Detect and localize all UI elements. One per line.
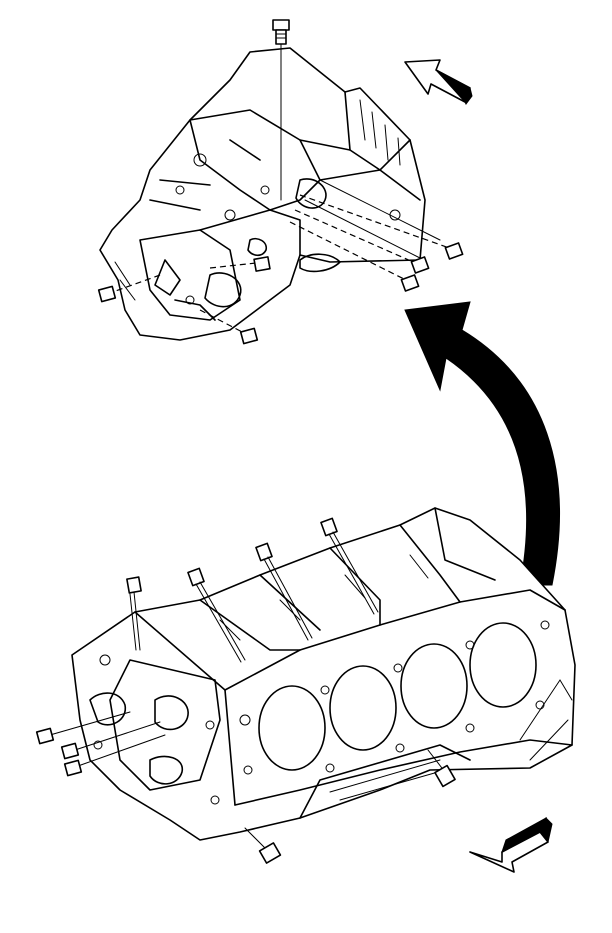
top-bolt xyxy=(272,19,290,201)
cylinder-bore-2 xyxy=(329,665,397,751)
cylinder-bore-3 xyxy=(400,643,468,729)
rear-plug-1 xyxy=(299,194,464,260)
head-bolt-1 xyxy=(126,576,142,651)
rear-plug-2 xyxy=(294,209,430,274)
rear-plug-5 xyxy=(97,274,161,303)
front-plug-2 xyxy=(60,721,161,760)
rear-plug-6 xyxy=(199,309,259,345)
cylinder-bore-1 xyxy=(258,685,326,771)
rear-plug-3 xyxy=(289,221,420,292)
direction-arrow-bottom xyxy=(469,816,553,873)
head-bolt-2 xyxy=(187,567,246,663)
engine-block-rear-view xyxy=(97,19,464,345)
rear-plug-4 xyxy=(209,256,271,272)
front-plug-3 xyxy=(63,734,166,777)
cylinder-bore-4 xyxy=(469,622,537,708)
engine-block-front-view xyxy=(35,507,576,864)
rotation-arrow xyxy=(404,301,560,586)
front-plug-4 xyxy=(427,749,456,788)
head-bolt-3 xyxy=(255,542,313,641)
front-plug-1 xyxy=(35,711,131,745)
direction-arrow-top xyxy=(404,59,473,105)
front-plug-5 xyxy=(244,827,282,864)
head-bolt-4 xyxy=(320,517,379,615)
